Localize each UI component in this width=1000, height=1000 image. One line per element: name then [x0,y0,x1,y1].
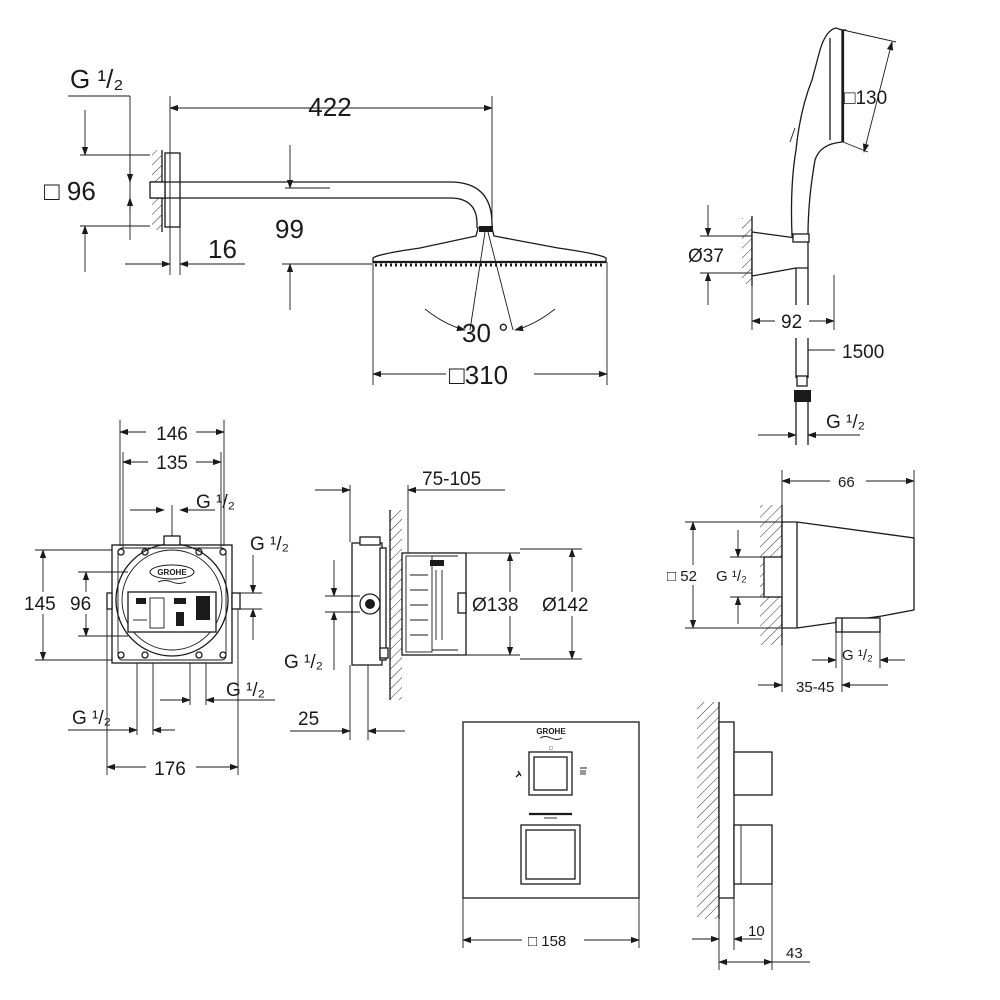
svg-text:GROHE: GROHE [157,568,187,577]
head-shower-symbol-icon [580,767,587,775]
svg-text:GROHE: GROHE [536,727,566,736]
grohe-logo: GROHE [536,727,566,740]
side-thread-label: G ¹/₂ [284,652,323,673]
hand-head-size-label: □130 [844,88,887,109]
temperature-button[interactable] [525,829,576,880]
trim-plate [462,721,640,899]
trim-plate-side-view: 10 43 [692,702,810,970]
body-diameter-outer-label: Ø142 [542,595,588,616]
hand-shower-handle [790,27,843,237]
diverter-button[interactable] [533,756,568,791]
wall-outlet-view: 66 □ 52 G ¹/₂ G ¹/₂ 35-45 [665,470,915,696]
hand-shower-view: □130 Ø37 92 1500 G ¹/₂ [688,27,897,445]
body-height-inner-label: 96 [70,594,91,615]
body-sleeve [401,552,467,656]
body-thread-bottom-right-label: G ¹/₂ [226,680,265,701]
outlet-size-label: □ 52 [667,568,697,585]
arm-drop-label: 99 [275,214,304,244]
hose-length-label: 1500 [842,342,884,363]
holder-diameter-label: Ø37 [688,246,724,267]
temperature-button-frame [520,824,581,885]
shower-arm [150,181,493,228]
grohe-logo-small: GROHE [149,564,195,584]
spray-angle-label: 30 ° [462,318,509,348]
body-thread-bottom-left-label: G ¹/₂ [72,708,111,729]
arm-thread-label: G ¹/₂ [70,64,123,94]
diverter-indicator: ◻ [549,745,553,751]
hand-shower-symbol-icon [515,770,522,778]
trim-size-label: □ 158 [528,933,566,950]
body-thread-top-label: G ¹/₂ [196,492,235,513]
sleeve-grooves [410,570,443,640]
flange-depth-label: 16 [208,234,237,264]
total-depth-label: 43 [786,945,803,962]
holder-projection-label: 92 [781,312,802,333]
shower-arm-view: 422 G ¹/₂ □ 96 16 99 30 ° □310 [44,64,608,390]
flange-size-label: □ 96 [44,176,96,206]
head-shower [372,227,607,263]
head-size-label: □310 [449,360,508,390]
outlet-depth-label: 66 [838,474,855,491]
body-depth-range-label: 75-105 [422,469,481,490]
arm-flange [164,152,181,228]
hose-nut [794,390,811,402]
body-width-total-label: 176 [154,759,186,780]
diverter-knob-side [733,751,773,796]
wall-outlet-body [781,521,915,629]
side-offset-label: 25 [298,709,319,730]
mixer-body-front-view: GROHE 146 135 [24,420,289,780]
outlet-range-label: 35-45 [796,679,834,696]
body-width-inner-label: 135 [156,453,188,474]
diverter-button-frame [528,751,573,796]
outlet-thread-in-label: G ¹/₂ [716,568,747,585]
arm-length-label: 422 [308,92,351,122]
plate-depth-label: 10 [748,923,765,940]
body-height-outer-label: 145 [24,594,56,615]
body-thread-right-label: G ¹/₂ [250,534,289,555]
temperature-knob-side [733,824,773,885]
mixer-body-side-view: 75-105 Ø138 Ø142 G ¹/₂ 25 [284,469,604,740]
outlet-thread-out-label: G ¹/₂ [842,647,873,664]
hose-thread-label: G ¹/₂ [826,412,865,433]
trim-plate-edge [718,721,735,899]
trim-plate-front-view: GROHE ◻ □ 158 [462,721,640,950]
body-diameter-inner-label: Ø138 [472,595,518,616]
body-width-outer-label: 146 [156,424,188,445]
